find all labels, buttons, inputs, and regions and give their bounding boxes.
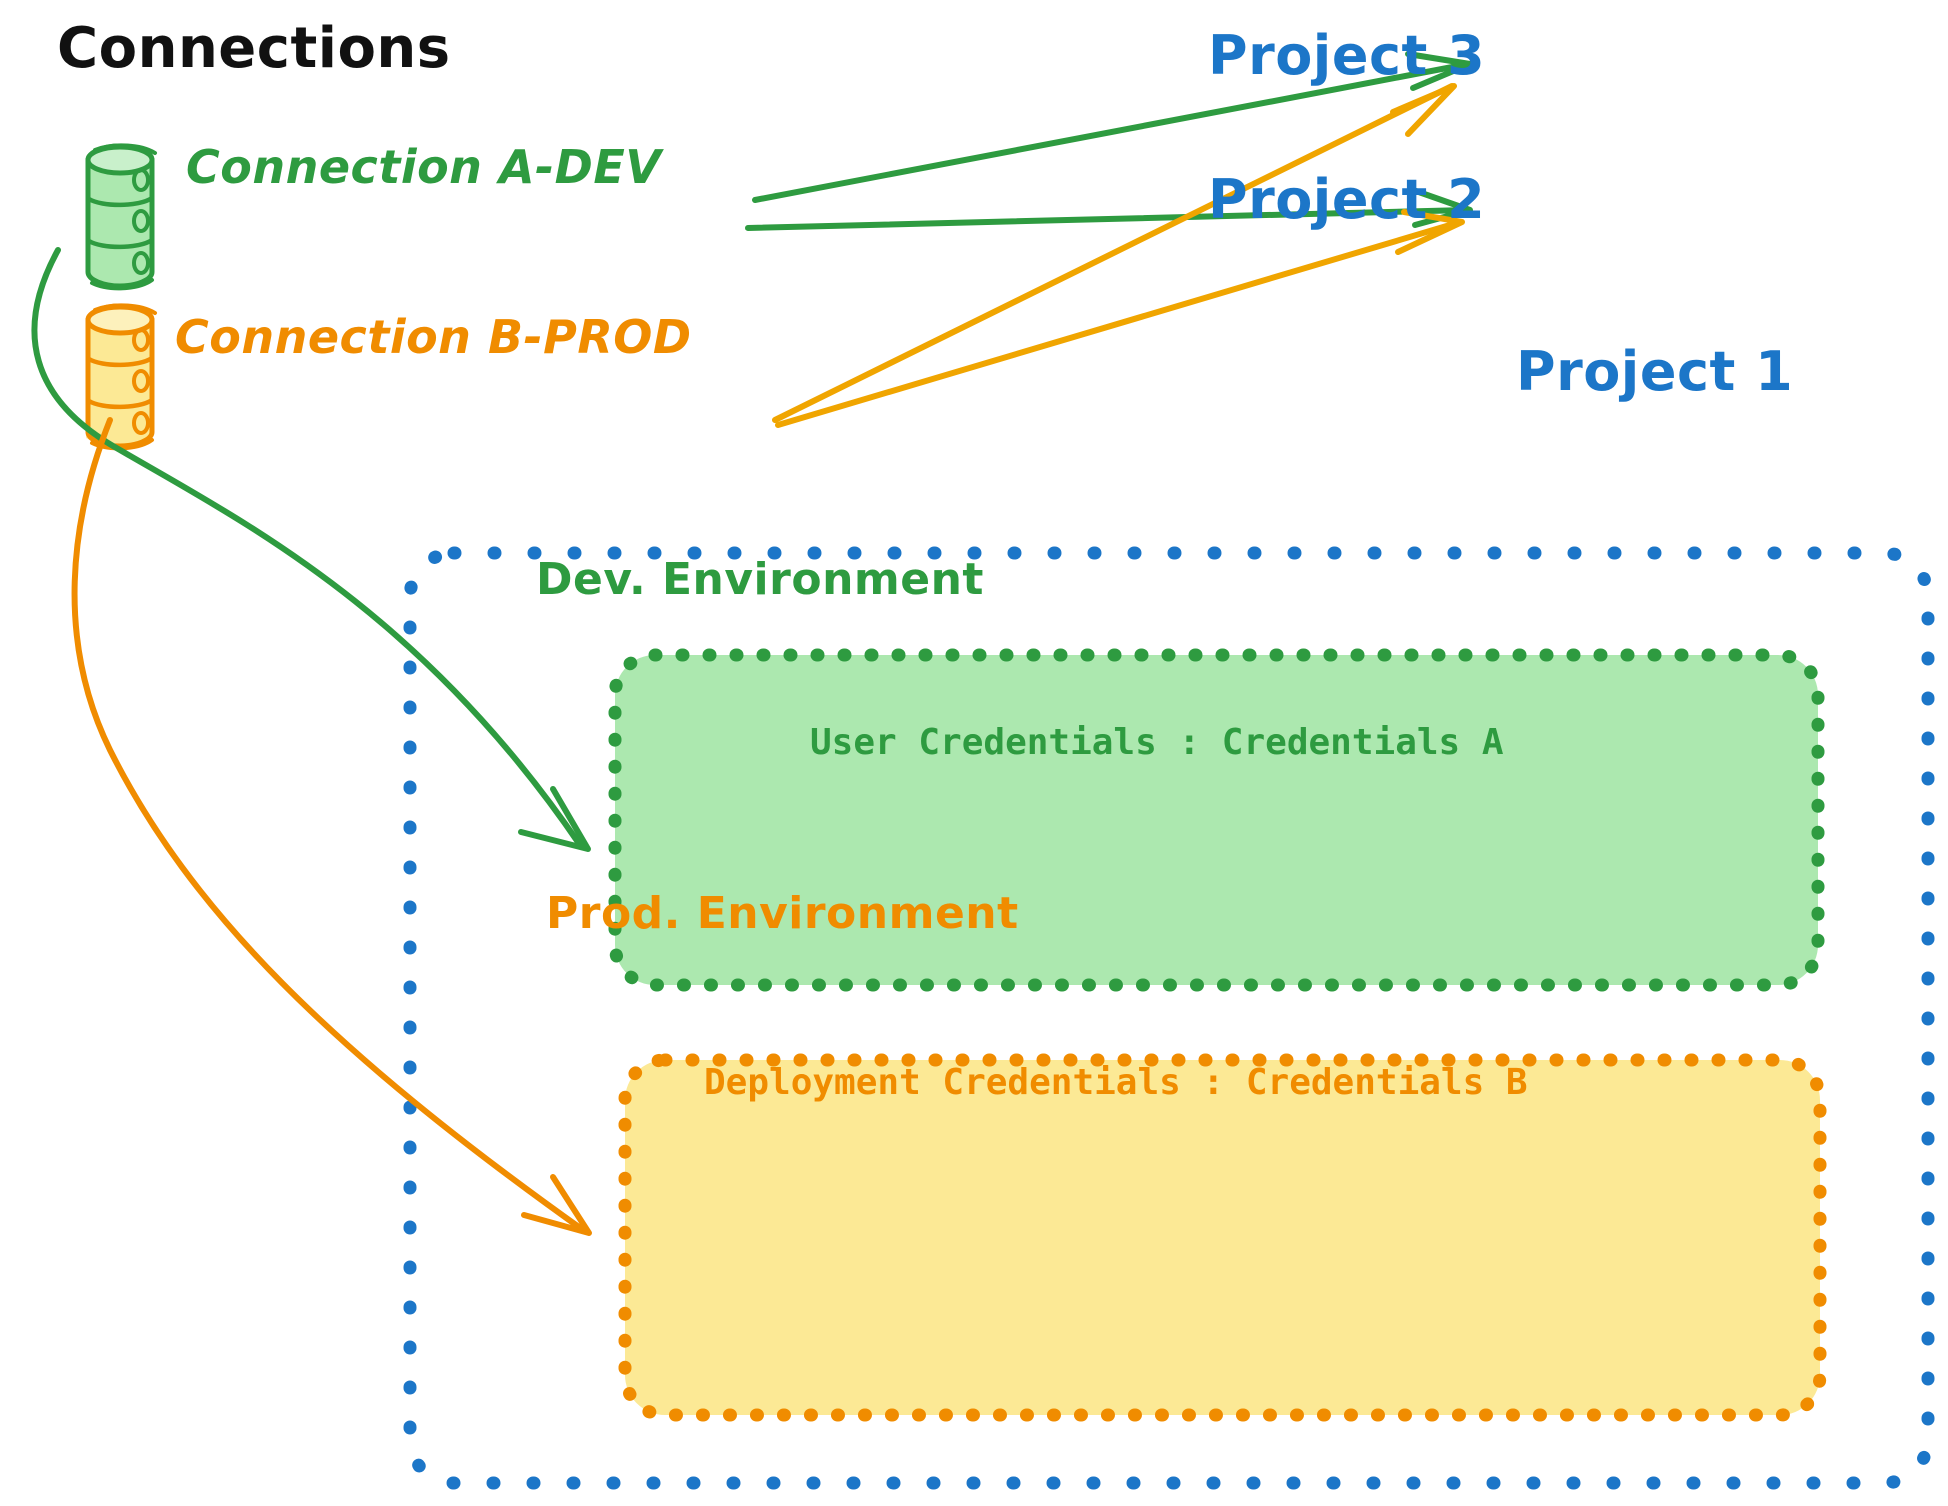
edge-b-prod-to-project-2	[775, 209, 1465, 428]
connection-b-prod-label[interactable]: Connection B-PROD	[175, 310, 692, 364]
arrowhead	[1395, 209, 1465, 255]
connection-a-dev-database-cylinder-icon[interactable]	[85, 143, 157, 291]
project-3-label[interactable]: Project 3	[1208, 24, 1486, 87]
page-title: Connections	[57, 16, 451, 81]
dev-environment-box[interactable]	[608, 648, 1825, 992]
arrowhead	[518, 786, 591, 852]
project-2-label[interactable]: Project 2	[1208, 168, 1486, 231]
edge-a-dev-to-dev-environment	[31, 247, 591, 852]
prod-environment-box[interactable]	[618, 1053, 1827, 1422]
dev-environment-title: Dev. Environment	[536, 554, 984, 605]
connection-a-dev-label[interactable]: Connection A-DEV	[186, 140, 662, 194]
dev-environment-fill	[615, 655, 1818, 985]
edge-a-dev-to-project-3	[752, 51, 1473, 203]
prod-environment-title: Prod. Environment	[546, 888, 1019, 939]
connection-b-prod-database-cylinder-icon[interactable]	[85, 303, 157, 451]
dev-environment-credentials: User Credentials : Credentials A	[810, 722, 1504, 763]
project-1-dotted-border	[403, 546, 1935, 1490]
edge-b-prod-to-prod-environment	[71, 417, 592, 1236]
prod-environment-fill	[625, 1060, 1820, 1415]
project-1-label[interactable]: Project 1	[1516, 340, 1794, 403]
prod-environment-dotted-border	[618, 1053, 1827, 1422]
arrowhead	[521, 1174, 592, 1236]
arrowhead	[1390, 83, 1457, 137]
edge-b-prod-to-project-3	[772, 83, 1457, 423]
prod-environment-credentials: Deployment Credentials : Credentials B	[704, 1062, 1528, 1103]
project-1-container	[403, 546, 1935, 1490]
arrowhead	[1405, 51, 1473, 91]
dev-environment-dotted-border	[608, 648, 1825, 992]
